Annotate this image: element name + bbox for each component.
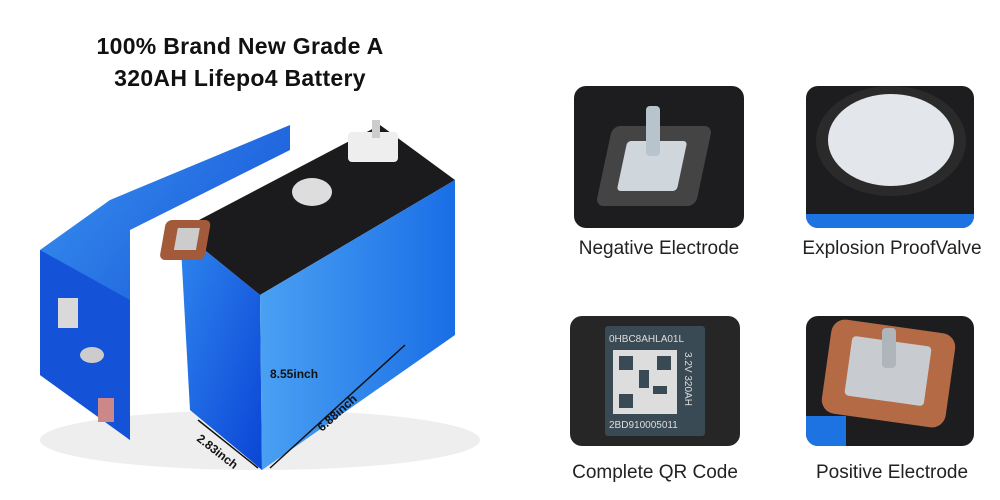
qr-code-bottom: 2BD910005011 (609, 420, 678, 431)
front-cell-top (180, 125, 455, 295)
safety-valve (292, 178, 332, 206)
battery-illustration: 8.55inch 6.88inch 2.83inch (40, 120, 480, 472)
caption-qr-code: Complete QR Code (572, 462, 738, 483)
caption-positive-electrode: Positive Electrode (815, 462, 969, 483)
negative-bolt (372, 120, 380, 138)
width-arrow (197, 419, 259, 469)
caption-negative-electrode: Negative Electrode (578, 238, 740, 259)
qr-code-top: 0HBC8AHLA01L (609, 334, 684, 345)
back-cell-side (40, 250, 130, 440)
qr-code-photo: 0HBC8AHLA01L 3.2V 320AH 2BD910005011 (570, 316, 740, 446)
negative-terminal (348, 132, 398, 162)
positive-electrode-photo (806, 316, 974, 446)
negative-electrode-photo (574, 86, 744, 228)
title-line-2: 320AH Lifepo4 Battery (114, 65, 366, 91)
title-line-1: 100% Brand New Grade A (96, 33, 384, 59)
back-valve (80, 347, 104, 363)
back-terminal (58, 298, 78, 328)
length-arrow (269, 344, 406, 469)
front-cell-side (180, 230, 262, 470)
back-terminal-2 (98, 398, 114, 422)
explosion-valve-photo (806, 86, 974, 228)
front-cell-face (260, 180, 455, 470)
positive-terminal-plate (173, 228, 200, 250)
product-title: 100% Brand New Grade A 320AH Lifepo4 Bat… (20, 30, 460, 94)
height-dimension: 8.55inch (270, 367, 318, 381)
caption-explosion-valve: Explosion ProofValve (802, 238, 982, 259)
qr-spec: 3.2V 320AH (682, 352, 693, 406)
